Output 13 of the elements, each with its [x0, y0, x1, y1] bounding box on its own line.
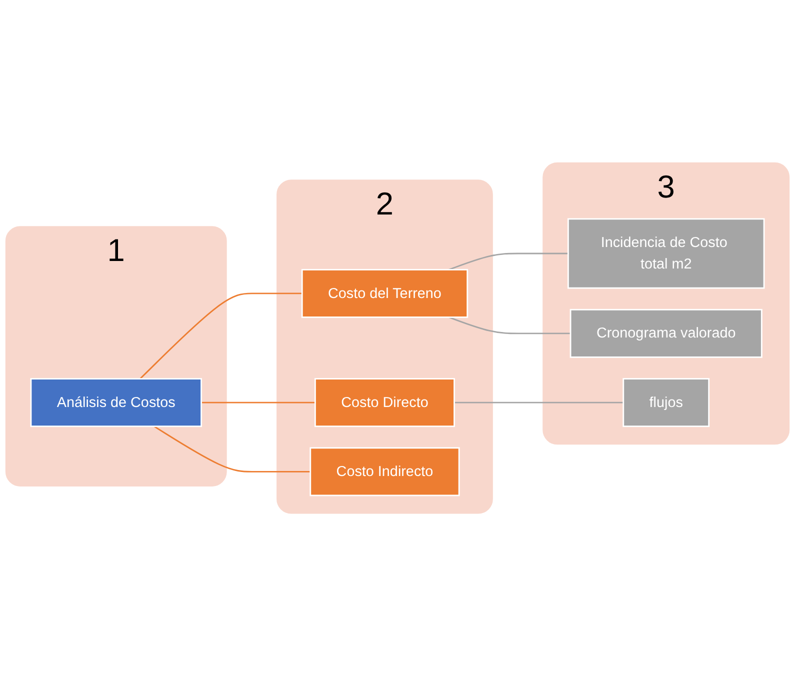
connector [154, 426, 310, 472]
node-box: Análisis de Costos [30, 378, 202, 427]
node-box: Cronograma valorado [570, 308, 762, 358]
node-box: Costo Directo [314, 378, 455, 427]
node-box: Costo del Terreno [301, 268, 468, 318]
node-box: flujos [622, 378, 710, 427]
connector [201, 402, 316, 404]
node-box: Costo Indirecto [310, 447, 460, 496]
node-box: Incidencia de Costo total m2 [567, 218, 765, 289]
connector [454, 402, 624, 404]
connector [448, 252, 568, 270]
connector [448, 316, 571, 334]
connector [140, 292, 302, 380]
